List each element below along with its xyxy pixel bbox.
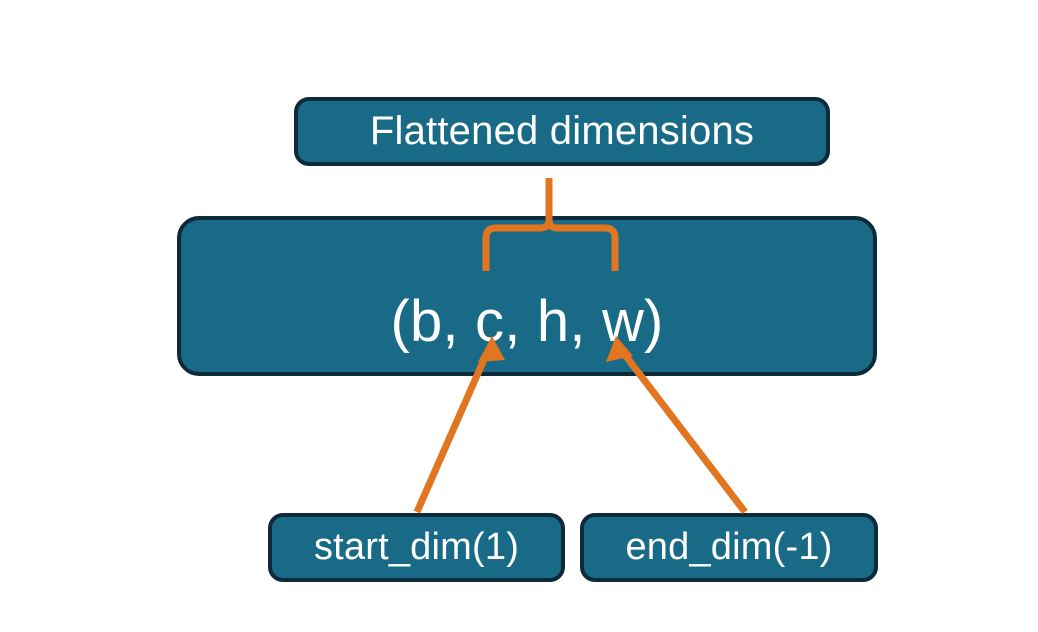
end-dim-box: end_dim(-1) <box>580 513 878 582</box>
tensor-shape-label: (b, c, h, w) <box>390 289 664 354</box>
end-dim-label: end_dim(-1) <box>625 526 833 568</box>
end-dim-arrow-line <box>622 352 748 515</box>
start-dim-label: start_dim(1) <box>313 526 520 568</box>
flattened-dimensions-label: Flattened dimensions <box>369 109 755 153</box>
start-dim-box: start_dim(1) <box>268 513 565 582</box>
flattened-dimensions-box: Flattened dimensions <box>294 97 830 166</box>
start-dim-arrow-line <box>413 353 490 514</box>
tensor-shape-box: (b, c, h, w) <box>177 216 877 376</box>
